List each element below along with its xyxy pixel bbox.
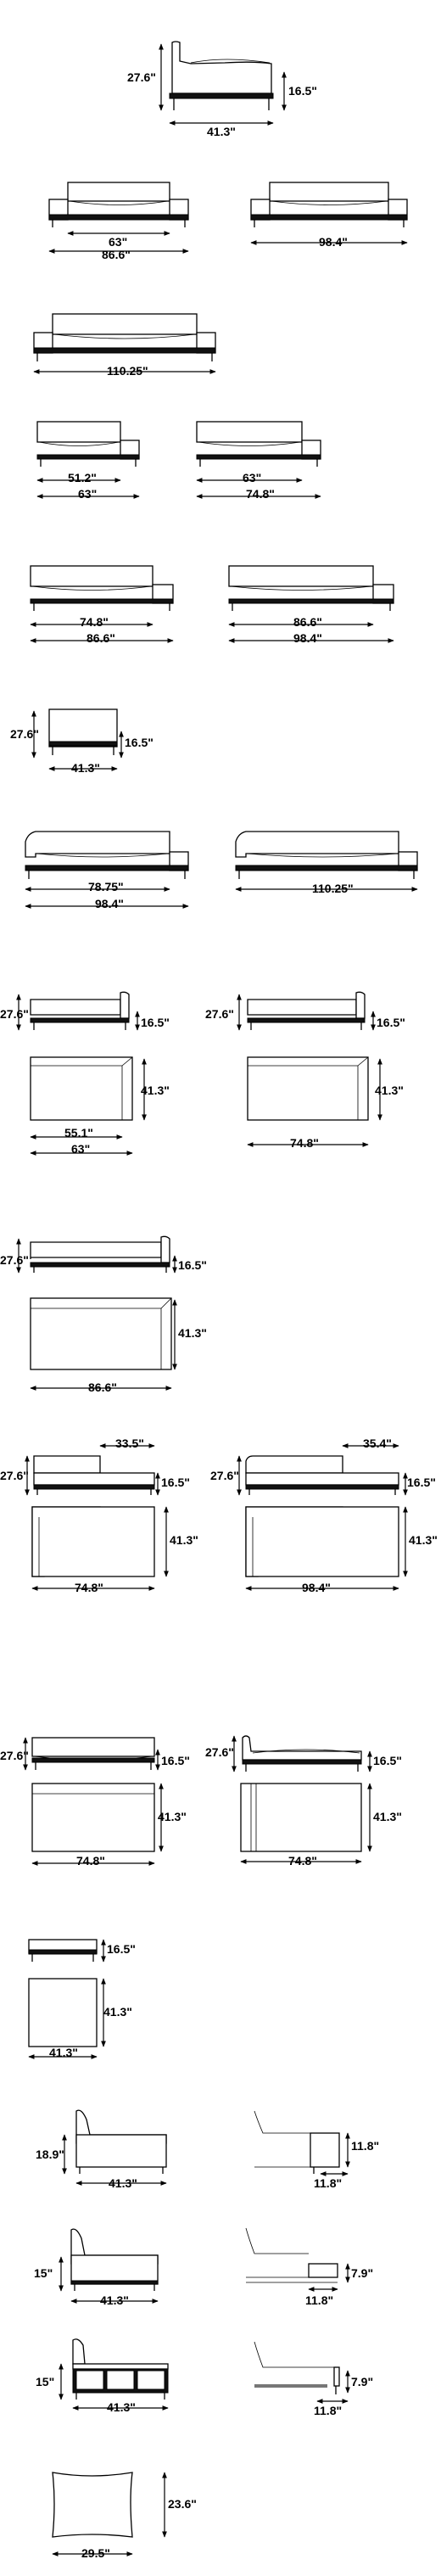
corner-left: 27.6" 16.5" 41.3" 55.1" 63" (0, 991, 170, 1156)
dim-back-width: 33.5" (115, 1436, 144, 1450)
chaise-longue: 27.6" 16.5" 41.3" 74.8" (205, 1735, 402, 1868)
sofa-one-arm-left: 74.8" 86.6" (30, 565, 174, 645)
dim-outer: 63" (78, 487, 97, 501)
dim-outer: 98.4" (95, 897, 124, 910)
dim-outer: 98.4" (293, 631, 322, 645)
dim-seat-height: 16.5" (107, 1942, 136, 1956)
dim-inner: 78.75" (88, 880, 124, 893)
half-sofa-left: 51.2" 63" (36, 421, 140, 501)
chaise-low-left: 33.5" 27.6" 16.5" 41.3" 74.8" (0, 1436, 198, 1594)
open-sofa-left: 78.75" 98.4" (25, 831, 189, 910)
dim-width: 41.3" (109, 2176, 137, 2190)
dim-height: 27.6" (0, 1007, 29, 1021)
side-table-a: 11.8" 11.8" (254, 2110, 379, 2190)
storage-module: 15" 41.3" (36, 2338, 169, 2414)
corner-right: 27.6" 16.5" 41.3" 74.8" (205, 991, 405, 1150)
dim-height: 11.8" (351, 2139, 379, 2153)
dim-outer: 86.6" (102, 248, 131, 261)
dim-height: 23.6" (168, 2497, 197, 2511)
bench-back: 27.6" 16.5" 41.3" 74.8" (0, 1737, 190, 1868)
dim-height: 27.6" (127, 70, 156, 84)
dim-depth: 41.3" (103, 2005, 132, 2019)
sofa-63: 63" 86.6" (48, 182, 189, 261)
dim-width: 11.8" (314, 2404, 342, 2417)
dim-depth: 41.3" (178, 1326, 207, 1340)
dim-seat-height: 16.5" (161, 1476, 190, 1489)
dim-width: 74.8" (290, 1136, 319, 1150)
dim-width: 98.4" (302, 1581, 331, 1594)
dim-seat-height: 16.5" (407, 1476, 436, 1489)
dim-inner: 74.8" (80, 615, 109, 629)
dim-width: 86.6" (88, 1380, 117, 1394)
sofa-one-arm-right: 86.6" 98.4" (228, 565, 394, 645)
dim-width: 74.8" (76, 1854, 105, 1868)
chaise-low-right: 35.4" 27.6" 16.5" 41.3" 98.4" (210, 1436, 438, 1594)
dim-back-width: 35.4" (363, 1436, 392, 1450)
cushion: 23.6" 29.5" (52, 2472, 197, 2560)
half-sofa-right: 63" 74.8" (196, 421, 321, 501)
armless-module: 27.6" 16.5" 41.3" (10, 708, 154, 775)
dim-depth: 41.3" (170, 1533, 198, 1547)
dim-height: 27.6" (210, 1469, 239, 1482)
dim-outer: 86.6" (87, 631, 115, 645)
dim-outer: 63" (71, 1142, 90, 1156)
dim-seat-height: 16.5" (373, 1754, 402, 1767)
dim-depth: 41.3" (141, 1084, 170, 1097)
dim-depth: 41.3" (375, 1084, 404, 1097)
dim-height: 27.6" (205, 1007, 234, 1021)
dim-height: 27.6" (0, 1749, 29, 1762)
dim-height: 27.6" (10, 727, 39, 741)
corner-wide: 27.6" 16.5" 41.3" 86.6" (0, 1235, 207, 1394)
dim-depth: 41.3" (373, 1810, 402, 1823)
dim-height: 27.6" (205, 1745, 234, 1759)
dim-width: 29.5" (81, 2546, 110, 2560)
sofa-98: 98.4" (250, 182, 408, 249)
dim-width: 74.8" (75, 1581, 103, 1594)
dim-width: 41.3" (71, 761, 100, 775)
dim-width: 41.3" (100, 2293, 129, 2307)
dim-inner: 51.2" (68, 471, 97, 484)
dim-outer: 110.25" (107, 364, 148, 378)
dim-inner: 55.1" (64, 1126, 93, 1140)
dim-seat-height: 16.5" (377, 1016, 405, 1029)
dim-outer: 98.4" (319, 235, 348, 249)
dim-height: 7.9" (351, 2266, 373, 2280)
dim-width: 11.8" (314, 2176, 342, 2190)
dim-depth: 41.3" (158, 1810, 187, 1823)
dim-seat-height: 16.5" (178, 1258, 207, 1272)
open-sofa-right: 110.25" (235, 831, 418, 895)
side-table-c: 7.9" 11.8" (254, 2341, 373, 2417)
side-table-b: 7.9" 11.8" (245, 2227, 373, 2307)
backrest-module-b: 15" 41.3" (34, 2228, 159, 2307)
dim-outer: 74.8" (246, 487, 275, 501)
backrest-module-a: 18.9" 41.3" (36, 2109, 167, 2190)
dim-width: 74.8" (288, 1854, 317, 1868)
dim-height: 7.9" (351, 2375, 373, 2388)
dim-inner: 63" (243, 471, 261, 484)
dim-seat-height: 16.5" (125, 736, 154, 749)
dim-outer: 110.25" (312, 882, 354, 895)
dim-width: 41.3" (49, 2046, 78, 2059)
dim-width: 11.8" (305, 2293, 333, 2307)
dim-depth: 41.3" (409, 1533, 438, 1547)
dim-seat-height: 16.5" (141, 1016, 170, 1029)
dim-height: 27.6" (0, 1469, 29, 1482)
dim-height: 27.6" (0, 1253, 29, 1267)
dim-height: 15" (36, 2375, 54, 2388)
dim-inner: 63" (109, 235, 127, 249)
dim-seat-height: 16.5" (161, 1754, 190, 1767)
dim-height: 15" (34, 2266, 53, 2280)
ottoman: 16.5" 41.3" 41.3" (28, 1939, 136, 2059)
dim-width: 41.3" (107, 2400, 136, 2414)
armchair: 27.6" 16.5" 41.3" (127, 41, 317, 138)
dim-width: 41.3" (207, 125, 236, 138)
dim-inner: 86.6" (293, 615, 322, 629)
dim-height: 18.9" (36, 2148, 64, 2161)
sofa-110: 110.25" (33, 313, 216, 378)
dim-seat-height: 16.5" (288, 84, 317, 98)
